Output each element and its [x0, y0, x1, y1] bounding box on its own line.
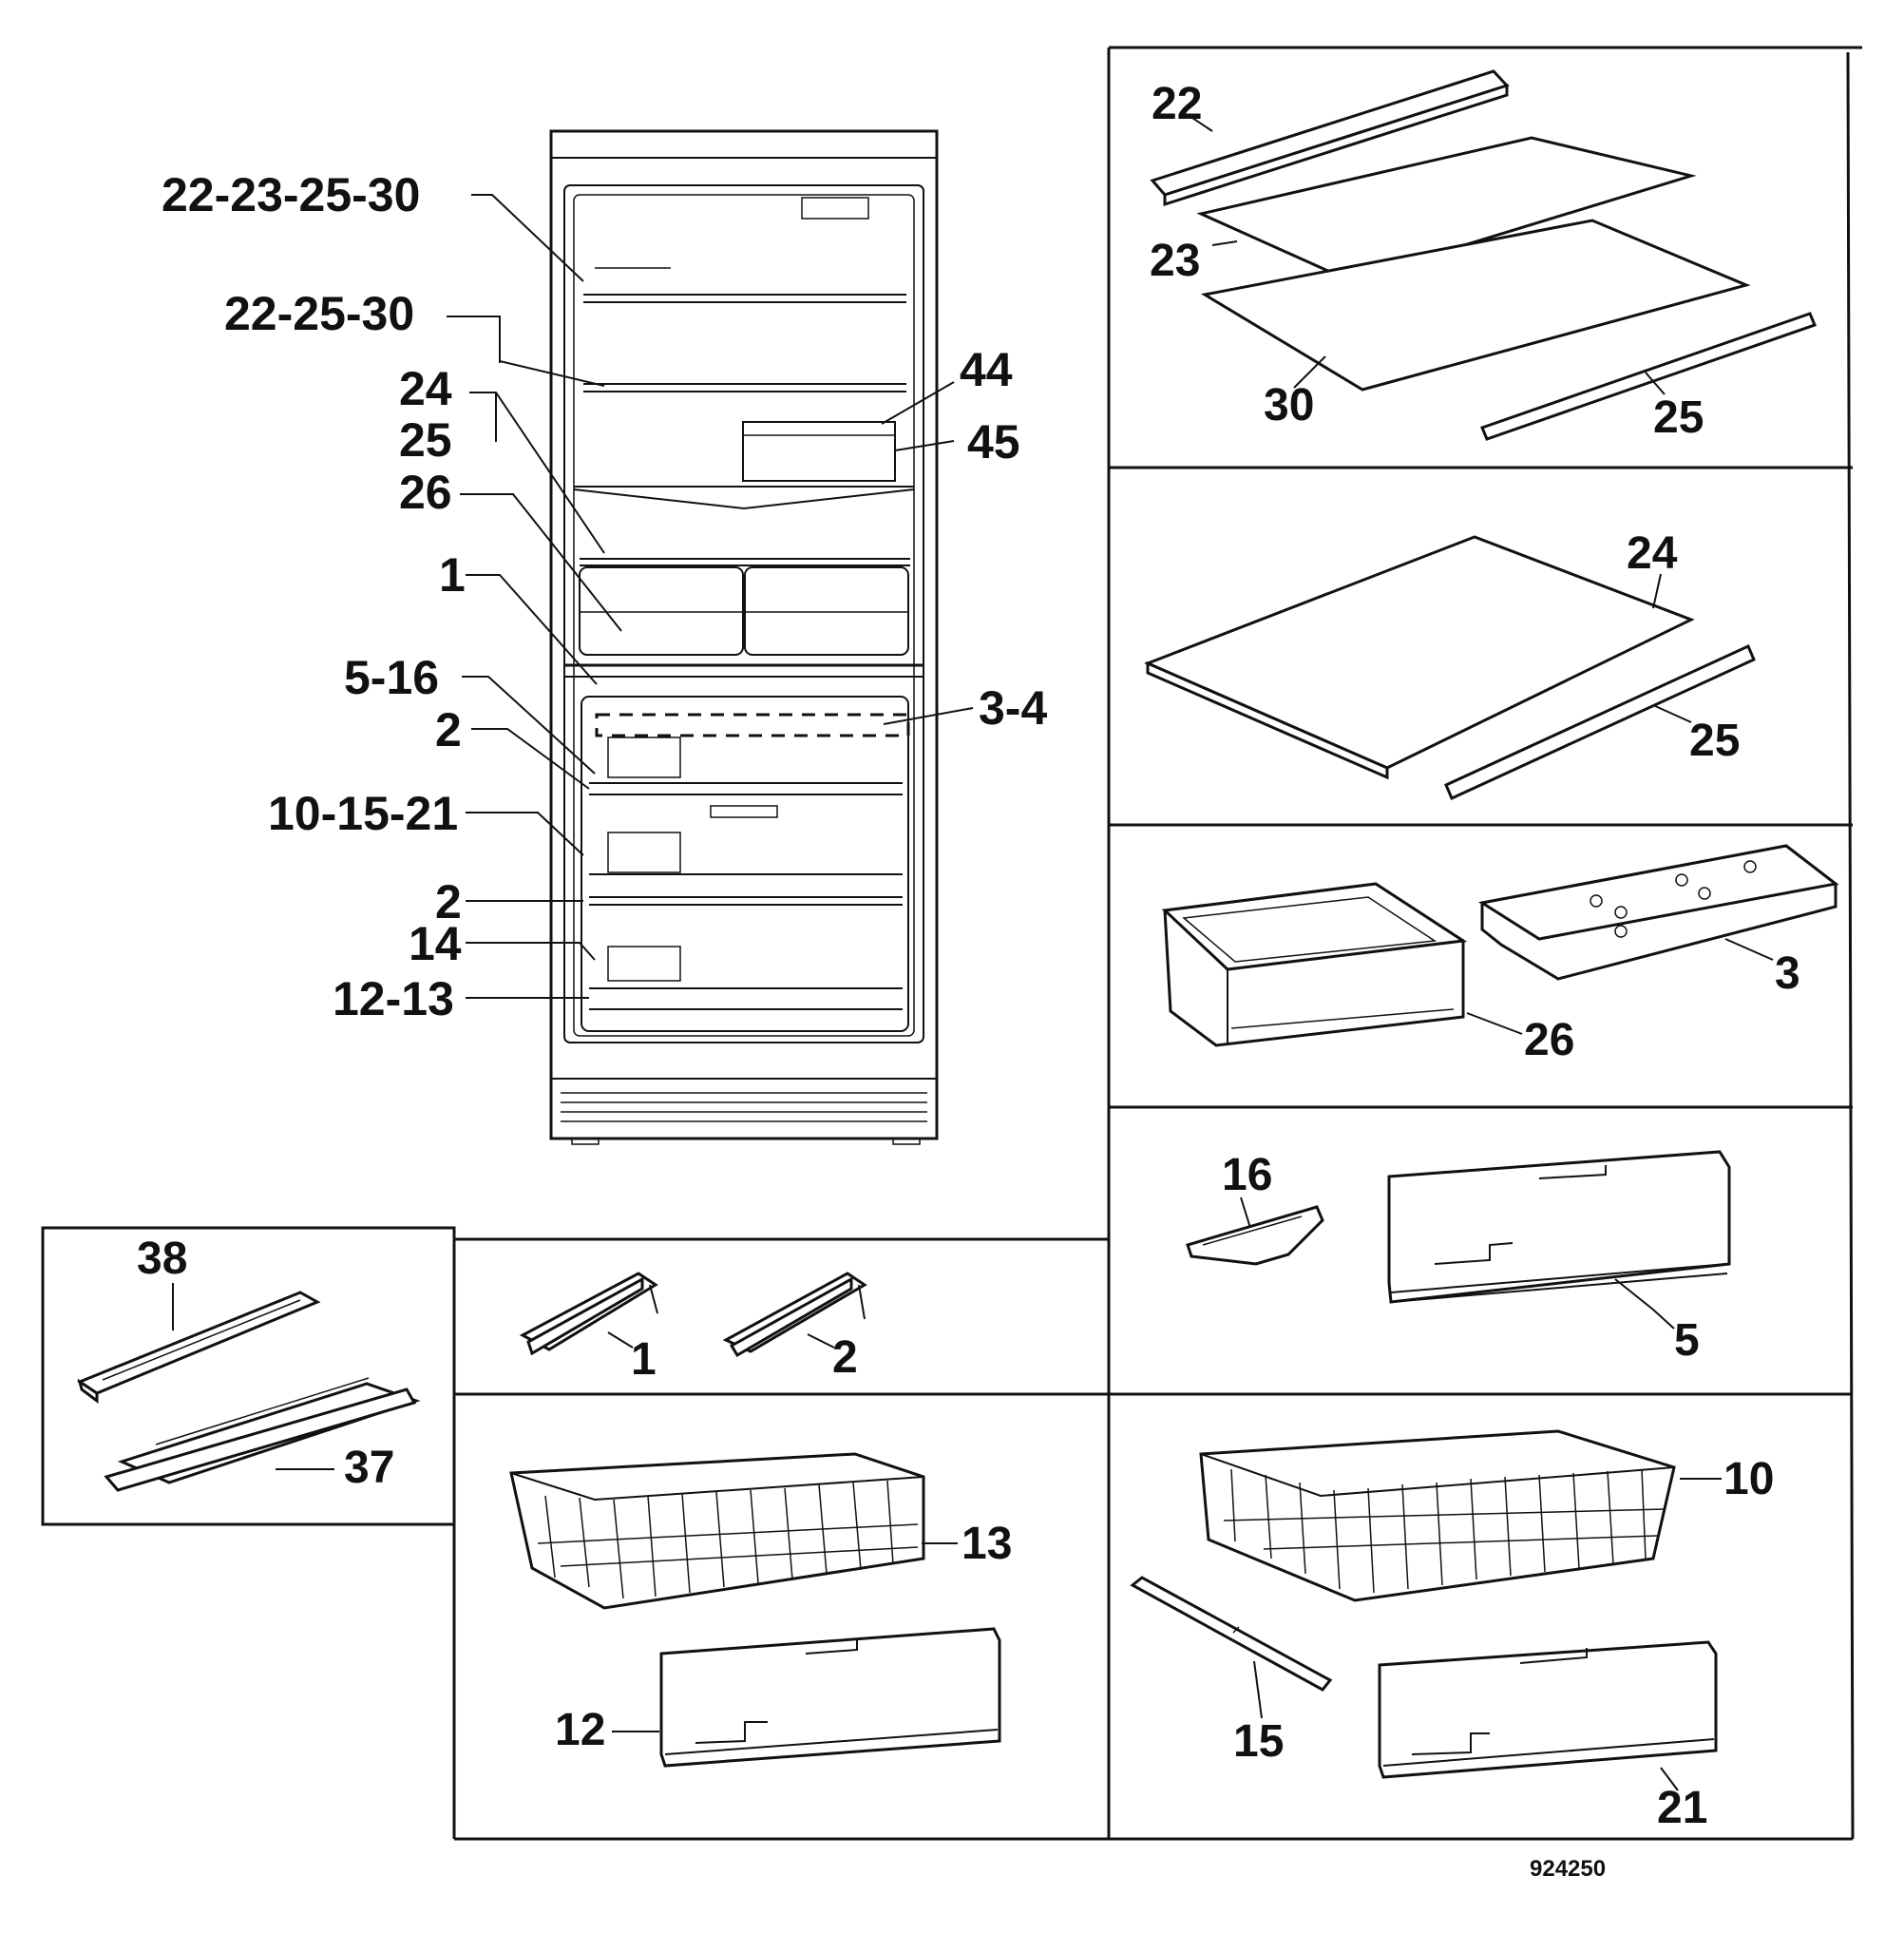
label-26: 26: [1524, 1015, 1574, 1065]
callout-2-upper: 2: [435, 703, 462, 756]
label-12: 12: [555, 1705, 605, 1755]
callout-5-16: 5-16: [344, 651, 439, 704]
panel-shelf-set: 22 23 30 25: [1150, 69, 1817, 443]
panel-glass-shelf: 24 25: [1144, 528, 1756, 801]
callout-22-23-25-30: 22-23-25-30: [162, 168, 420, 221]
fridge-leader-lines: [447, 194, 974, 999]
door-rack-37-base: [104, 1387, 417, 1492]
label-16: 16: [1222, 1150, 1272, 1200]
ice-pack-3-top: [1477, 844, 1839, 941]
drawing-code: 924250: [1530, 1856, 1606, 1882]
callout-2-lower: 2: [435, 875, 462, 928]
freezer-flap-5: [1387, 1150, 1731, 1304]
label-23: 23: [1150, 236, 1200, 286]
label-22: 22: [1152, 79, 1202, 129]
label-5: 5: [1674, 1315, 1700, 1366]
callout-1: 1: [439, 548, 466, 602]
callout-45: 45: [967, 415, 1020, 469]
panel-bin-and-ice-pack: 26 3: [1161, 844, 1839, 1065]
label-15: 15: [1233, 1716, 1284, 1767]
callout-14: 14: [409, 917, 462, 970]
drawer-flap-21: [1378, 1640, 1718, 1779]
glass-panel-30: [1200, 219, 1751, 392]
panel-frames: [41, 46, 1862, 1841]
callout-26: 26: [399, 466, 452, 519]
label-25-top: 25: [1653, 392, 1704, 443]
shelf-front-trim-22-lip: [1163, 83, 1509, 207]
glass-shelf-24-edge: [1146, 660, 1389, 780]
callout-12-13: 12-13: [333, 972, 454, 1025]
label-30: 30: [1264, 380, 1314, 431]
panel-basket-right: 10 15 21: [1130, 1429, 1774, 1833]
callout-25: 25: [399, 413, 452, 467]
label-24: 24: [1627, 528, 1678, 579]
support-bar-15: [1130, 1576, 1333, 1692]
wire-basket-10: [1199, 1429, 1676, 1602]
label-13: 13: [962, 1519, 1012, 1569]
rail-2-lower: [729, 1276, 853, 1358]
clip-16: [1186, 1205, 1324, 1266]
label-10: 10: [1723, 1454, 1774, 1504]
fridge-callouts: 22-23-25-30 22-25-30 24 25 26 1 5-16 2 1…: [162, 168, 1047, 1025]
panel-rails: 1 2: [519, 1272, 867, 1385]
callout-3-4: 3-4: [979, 681, 1047, 735]
callout-22-25-30: 22-25-30: [224, 287, 414, 340]
vegetable-bin-26-rim: [1161, 882, 1468, 971]
panel-basket-left: 13 12: [509, 1452, 1012, 1768]
panel-door-rack: 38 37: [76, 1234, 421, 1493]
label-3: 3: [1775, 948, 1800, 999]
basket-10-wires: [1223, 1468, 1666, 1594]
wire-basket-13: [509, 1452, 925, 1610]
label-25-mid: 25: [1689, 716, 1740, 766]
basket-13-wires: [537, 1480, 919, 1599]
label-1: 1: [631, 1334, 657, 1385]
rack-strip-38-lower: [77, 1378, 99, 1404]
rail-1-lower: [526, 1276, 644, 1356]
label-2: 2: [832, 1332, 858, 1383]
label-21: 21: [1657, 1783, 1707, 1833]
label-37: 37: [344, 1443, 394, 1493]
glass-shelf-24: [1144, 535, 1695, 770]
callout-44: 44: [960, 343, 1013, 396]
panel-flap-and-clip: 16 5: [1186, 1150, 1731, 1366]
callout-10-15-21: 10-15-21: [268, 787, 458, 840]
rear-trim-25: [1444, 643, 1756, 801]
glass-panel-23: [1196, 136, 1697, 282]
label-38: 38: [137, 1234, 187, 1284]
callout-24: 24: [399, 362, 452, 415]
fridge-cabinet: [549, 129, 939, 1145]
